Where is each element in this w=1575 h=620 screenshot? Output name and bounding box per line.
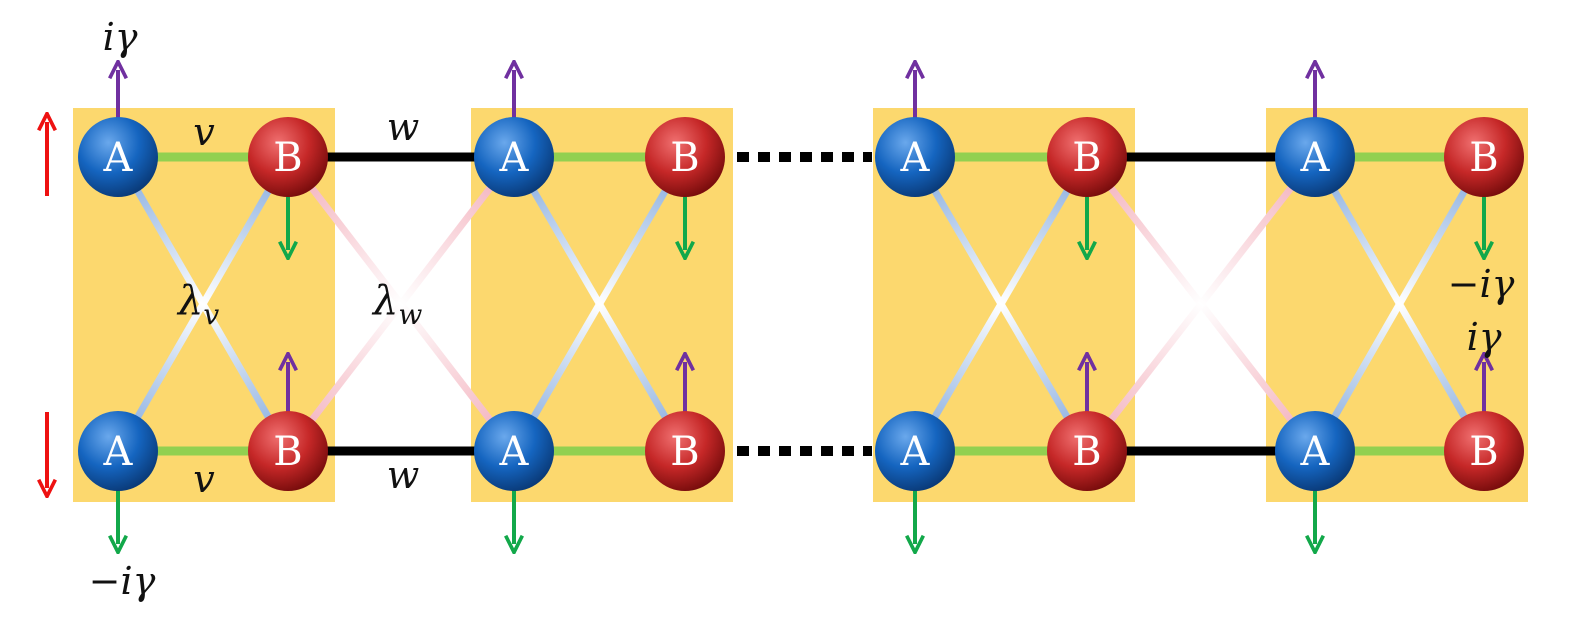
site-b: B xyxy=(1444,411,1524,491)
site-a: A xyxy=(474,117,554,197)
site-a: A xyxy=(1275,411,1355,491)
site-b: B xyxy=(645,117,725,197)
lambda-symbol: λ xyxy=(176,278,203,324)
site-label: B xyxy=(273,429,302,475)
cross-coupling-intra xyxy=(1311,155,1488,453)
label-gain-right: iγ xyxy=(1467,315,1502,359)
labels: v v w w λv λw iγ −iγ −iγ iγ xyxy=(89,15,1515,603)
site-label: B xyxy=(1469,429,1498,475)
cross-coupling-intra xyxy=(510,155,689,453)
site-label: A xyxy=(1300,429,1331,475)
site-a: A xyxy=(875,411,955,491)
site-label: B xyxy=(273,135,302,181)
label-w-bottom: w xyxy=(387,453,420,497)
site-b: B xyxy=(645,411,725,491)
site-label: A xyxy=(499,135,530,181)
site-a: A xyxy=(474,411,554,491)
label-v-top: v xyxy=(193,110,215,154)
cross-coupling-inter xyxy=(285,154,517,454)
cross-coupling-intra xyxy=(911,155,1091,453)
label-loss-bottom-left: −iγ xyxy=(89,559,156,603)
site-a: A xyxy=(78,117,158,197)
site-label: A xyxy=(499,429,530,475)
cross-coupling-inter xyxy=(1084,154,1318,454)
label-w-top: w xyxy=(387,105,420,149)
site-label: B xyxy=(1072,429,1101,475)
cross-couplings xyxy=(114,154,1488,454)
site-label: A xyxy=(103,429,134,475)
site-label: A xyxy=(103,135,134,181)
label-lambda-v: λv xyxy=(176,278,219,331)
site-label: B xyxy=(670,135,699,181)
gain-loss-arrows xyxy=(47,70,1484,544)
site-label: B xyxy=(1469,135,1498,181)
site-label: A xyxy=(1300,135,1331,181)
label-v-bottom: v xyxy=(193,457,215,501)
site-a: A xyxy=(78,411,158,491)
site-label: A xyxy=(900,135,931,181)
site-b: B xyxy=(248,411,328,491)
site-a: A xyxy=(875,117,955,197)
site-label: B xyxy=(1072,135,1101,181)
site-b: B xyxy=(248,117,328,197)
label-loss-right: −iγ xyxy=(1448,262,1515,306)
cross-coupling-intra xyxy=(114,155,292,453)
site-label: A xyxy=(900,429,931,475)
label-lambda-w: λw xyxy=(371,278,422,331)
lambda-symbol: λ xyxy=(371,278,398,324)
site-b: B xyxy=(1047,411,1127,491)
site-b: B xyxy=(1444,117,1524,197)
lambda-subscript: v xyxy=(203,298,219,331)
lambda-subscript: w xyxy=(398,298,422,331)
site-label: B xyxy=(670,429,699,475)
label-gain-top-left: iγ xyxy=(103,15,138,59)
lattice-sites: A B A B A B A B xyxy=(78,117,1524,491)
site-a: A xyxy=(1275,117,1355,197)
site-b: B xyxy=(1047,117,1127,197)
